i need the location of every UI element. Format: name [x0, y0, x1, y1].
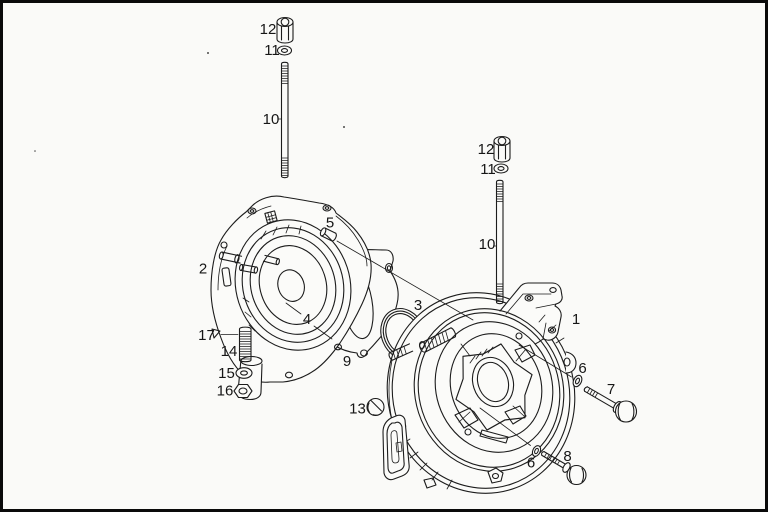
part-11-washer-left	[276, 45, 293, 56]
callout-4: 4	[303, 311, 311, 328]
part-11-washer-right	[493, 163, 509, 174]
callout-5: 5	[326, 215, 334, 232]
callout-12-left: 12	[260, 21, 277, 38]
callout-7: 7	[607, 381, 615, 398]
callout-17: 17	[198, 327, 215, 344]
part-12-cap-nut-right	[493, 135, 511, 163]
part-6-washer-lower	[531, 445, 542, 457]
callout-9: 9	[343, 353, 351, 370]
callout-8: 8	[563, 448, 571, 465]
callout-11-left: 11	[264, 42, 280, 59]
callout-12-right: 12	[478, 141, 495, 158]
callout-13: 13	[349, 401, 366, 418]
part-8-hex-bolt	[540, 451, 587, 486]
callout-11-right: 11	[480, 161, 496, 178]
part-17-lubrication-symbol	[211, 328, 221, 339]
callout-6-upper: 6	[578, 360, 586, 377]
callout-14: 14	[221, 343, 238, 360]
part-6-washer-upper	[572, 374, 583, 388]
part-14-short-stud	[238, 326, 252, 363]
cover-boss-detail	[264, 210, 278, 224]
part-10-stud-right	[495, 179, 504, 305]
part-12-cap-nut-left	[276, 16, 294, 44]
callout-6-lower: 6	[527, 455, 535, 472]
callout-labels: 12 11 10 12 11 10 2 5 4 9 3 17 14 15 16 …	[198, 21, 615, 472]
callout-2: 2	[199, 261, 207, 278]
part-7-hex-bolt	[583, 386, 638, 423]
callout-10-left: 10	[263, 111, 280, 128]
part-13-plug-screw	[366, 397, 385, 417]
scan-specks	[34, 52, 345, 152]
callout-1: 1	[572, 311, 580, 328]
housing-boss-strap	[419, 327, 457, 353]
callout-15: 15	[218, 365, 235, 382]
part-16-hex-nut	[233, 383, 253, 399]
part-10-stud-left	[280, 61, 289, 179]
part-5-bushing	[319, 227, 337, 242]
callout-3: 3	[414, 297, 422, 314]
callout-16: 16	[217, 383, 234, 400]
callout-10-right: 10	[479, 236, 496, 253]
part-15-washer	[235, 367, 253, 379]
leader-lines	[220, 118, 572, 446]
